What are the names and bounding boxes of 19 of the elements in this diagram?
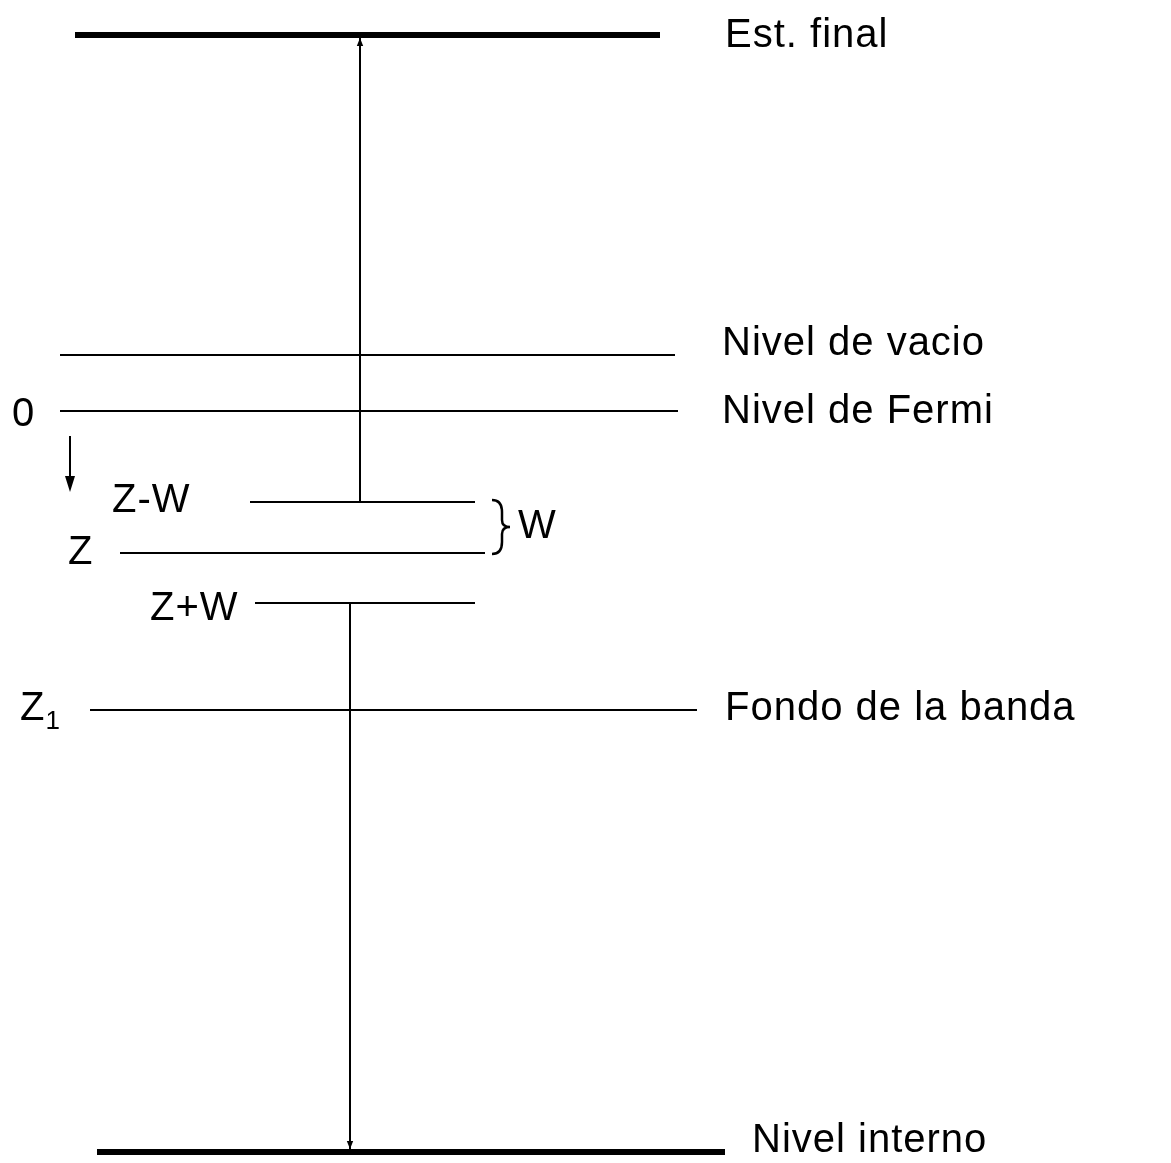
level-label: Z (68, 527, 94, 574)
level-label: Nivel de Fermi (722, 386, 994, 433)
level-label: Z$_{1}$ (20, 683, 61, 737)
level-label: Z+W (150, 583, 239, 630)
energy-level-line (255, 602, 475, 604)
energy-level-line (90, 709, 697, 711)
level-label: Nivel de vacio (722, 318, 985, 365)
arrow (356, 37, 364, 502)
energy-level-line (60, 410, 678, 412)
energy-level-line (120, 552, 485, 554)
level-label: 0 (12, 389, 36, 436)
level-label: Est. final (725, 10, 889, 57)
level-label: Fondo de la banda (725, 683, 1076, 730)
arrow (346, 603, 354, 1150)
energy-level-line (60, 354, 675, 356)
energy-level-line (250, 501, 475, 503)
level-label: Nivel interno (752, 1115, 988, 1162)
level-label: Z-W (112, 475, 191, 522)
brace-label: W (518, 501, 557, 548)
